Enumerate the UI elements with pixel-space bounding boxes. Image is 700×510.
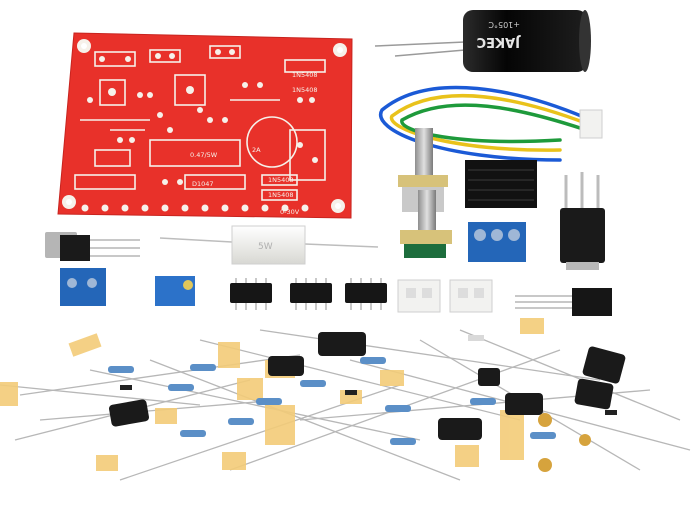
wire-harness	[378, 85, 603, 162]
large-capacitor: JAKEC +105°C	[374, 10, 591, 72]
small-resistors	[108, 357, 556, 445]
terminal-block-2	[60, 268, 106, 306]
heatsink	[465, 160, 537, 208]
potentiometer-2	[400, 190, 452, 258]
pcb-board: 1N5408 1N5408 1N5408 1N5408 D1047 0-30V …	[57, 32, 353, 219]
pcb-label-1: 1N5408	[268, 176, 294, 184]
white-connector-2	[449, 279, 493, 313]
medium-transistor	[515, 288, 612, 316]
trim-potentiometer	[155, 276, 195, 306]
dip-chip-1	[230, 278, 272, 310]
capacitor-brand: JAKEC	[477, 34, 521, 49]
pcb-label-6: 0-30V	[280, 208, 300, 216]
resistor-label: 5W	[258, 242, 273, 252]
pcb-label-7: 0.47/5W	[190, 151, 218, 159]
pcb-label-8: 2A	[252, 146, 261, 154]
white-connector-1	[397, 279, 441, 313]
pcb-label-2: 1N5408	[268, 191, 294, 199]
terminal-block-3	[468, 222, 526, 262]
regulator	[45, 232, 140, 261]
dip-chip-2	[290, 278, 332, 310]
capacitor-rating: +105°C	[488, 20, 520, 29]
pcb-label-5: D1047	[192, 180, 214, 188]
small-capacitors	[109, 332, 626, 440]
tape-strips	[0, 318, 544, 471]
pcb-label-3: 1N5408	[292, 71, 318, 79]
pcb-label-4: 1N5408	[292, 86, 318, 94]
power-resistor: 5W	[159, 225, 379, 265]
power-transistor	[560, 172, 605, 270]
dip-chip-3	[345, 278, 387, 310]
small-parts	[120, 335, 617, 472]
